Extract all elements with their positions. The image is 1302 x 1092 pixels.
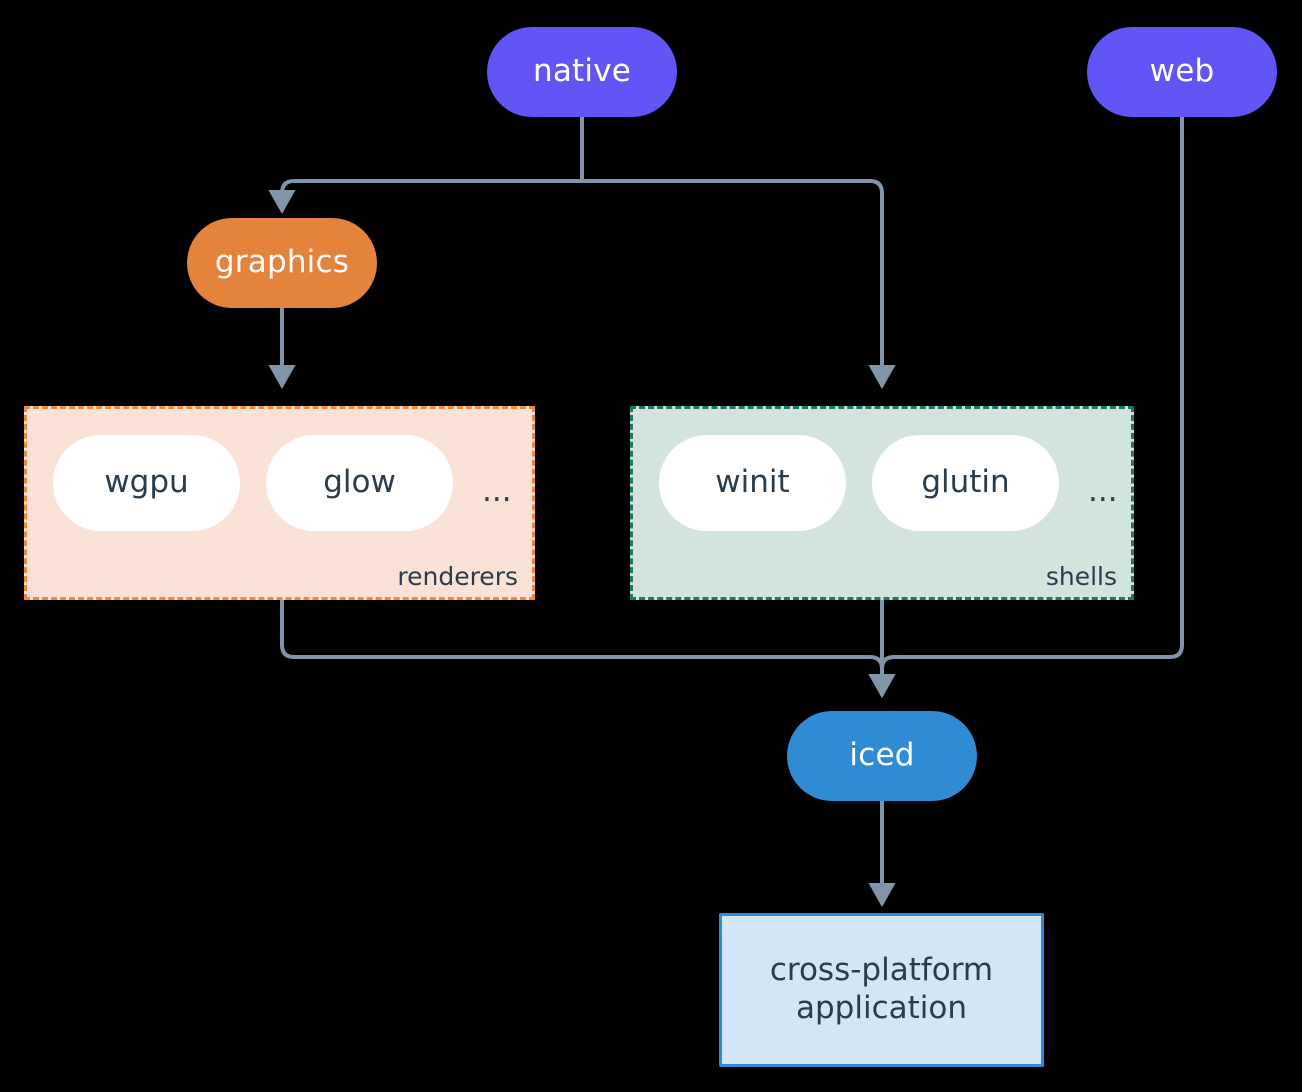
shells-ellipsis: ...	[1088, 473, 1118, 509]
node-glow-label: glow	[323, 464, 396, 501]
node-graphics[interactable]: graphics	[187, 218, 377, 308]
subgraph-renderers-label: renderers	[397, 562, 518, 591]
node-web[interactable]: web	[1087, 27, 1277, 117]
edge-native-shells	[580, 179, 896, 390]
node-application-line1: cross-platform	[769, 952, 994, 989]
node-application-line2: application	[796, 990, 967, 1026]
node-winit-label: winit	[715, 464, 790, 501]
node-glutin-label: glutin	[921, 464, 1010, 501]
node-wgpu[interactable]: wgpu	[53, 435, 240, 531]
node-glutin[interactable]: glutin	[872, 435, 1059, 531]
node-native[interactable]: native	[487, 27, 677, 117]
subgraph-shells: winit glutin ... shells	[630, 406, 1134, 600]
node-application[interactable]: cross-platform application	[719, 913, 1044, 1067]
node-native-label: native	[532, 53, 632, 90]
node-glow[interactable]: glow	[266, 435, 453, 531]
node-winit[interactable]: winit	[659, 435, 846, 531]
node-graphics-label: graphics	[214, 244, 350, 281]
node-web-label: web	[1149, 53, 1215, 90]
edge-native-graphics	[268, 179, 584, 215]
node-iced[interactable]: iced	[787, 711, 977, 801]
subgraph-renderers: wgpu glow ... renderers	[24, 406, 535, 600]
renderers-ellipsis: ...	[482, 473, 512, 509]
edge-renderers-iced	[280, 598, 896, 699]
node-wgpu-label: wgpu	[104, 464, 189, 501]
subgraph-shells-label: shells	[1045, 562, 1117, 591]
node-iced-label: iced	[849, 737, 915, 774]
